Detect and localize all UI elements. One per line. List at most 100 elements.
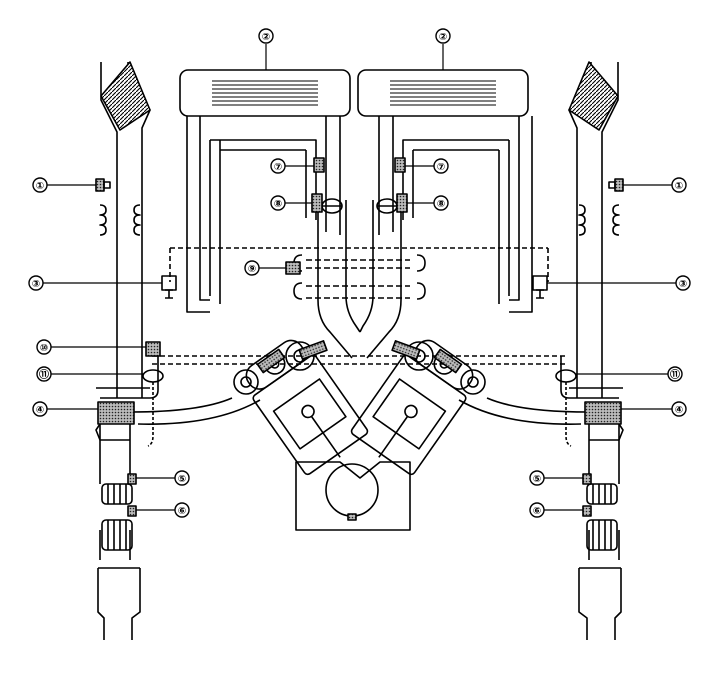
callout-sensor-7-left: ⑦ — [270, 158, 286, 174]
callout-circle — [435, 28, 451, 44]
callout-label: ③ — [32, 279, 40, 290]
callout-label: ② — [439, 32, 447, 43]
callout-valve-9: ⑨ — [244, 260, 260, 276]
callout-label: ⑨ — [248, 264, 256, 275]
callout-circle — [244, 260, 260, 276]
callout-circle — [32, 177, 48, 193]
callout-circle — [258, 28, 274, 44]
callout-sensor-1-left: ① — [32, 177, 48, 193]
callout-catalyst-right: ④ — [671, 401, 687, 417]
sensor-1-left — [95, 178, 111, 192]
right-exhaust — [458, 356, 623, 442]
o2-sensor-5-right — [582, 473, 592, 485]
muffler-left — [101, 483, 133, 551]
intake-plenum-left — [179, 69, 351, 117]
callout-circle — [433, 158, 449, 174]
callout-label: ⑤ — [533, 474, 541, 485]
crankcase — [295, 461, 411, 531]
callout-o2-sensor-6-left: ⑥ — [174, 502, 190, 518]
callout-circle — [671, 401, 687, 417]
callout-sensor-11-left: ⑪ — [36, 366, 52, 382]
o2-sensor-5-left — [127, 473, 137, 485]
callout-label: ⑦ — [274, 162, 282, 173]
right-bellows — [578, 204, 620, 236]
valve-3-right — [532, 275, 548, 299]
callout-label: ① — [675, 181, 683, 192]
callout-label: ⑩ — [40, 343, 48, 354]
muffler-right — [586, 483, 618, 551]
callout-valve-3-right: ③ — [675, 275, 691, 291]
o2-sensor-6-right — [582, 505, 592, 517]
callout-circle — [675, 275, 691, 291]
callout-label: ⑤ — [178, 474, 186, 485]
left-outer-duct — [97, 61, 151, 640]
sensor-7-right — [394, 157, 406, 173]
callout-label: ⑥ — [178, 506, 186, 517]
valve-3-left — [161, 275, 177, 299]
left-duct-filter-hatch — [100, 61, 151, 131]
callout-sensor-8-left: ⑧ — [270, 195, 286, 211]
callout-circle — [32, 401, 48, 417]
callout-label: ⑧ — [437, 199, 445, 210]
callout-intake-plenum-left: ② — [258, 28, 274, 44]
callout-label: ⑦ — [437, 162, 445, 173]
callout-label: ④ — [36, 405, 44, 416]
sensor-7-left — [313, 157, 325, 173]
callout-sensor-7-right: ⑦ — [433, 158, 449, 174]
sensor-8-left — [311, 193, 323, 213]
callout-label: ⑪ — [670, 368, 680, 381]
callout-circle — [433, 195, 449, 211]
camshafts — [233, 341, 486, 395]
callout-label: ⑪ — [39, 368, 49, 381]
callout-circle — [529, 502, 545, 518]
callout-o2-sensor-5-left: ⑤ — [174, 470, 190, 486]
callout-label: ② — [262, 32, 270, 43]
callout-o2-sensor-5-right: ⑤ — [529, 470, 545, 486]
callout-label: ⑧ — [274, 199, 282, 210]
callout-circle — [28, 275, 44, 291]
callout-circle — [667, 366, 683, 382]
callout-sensor-1-right: ① — [671, 177, 687, 193]
injector-right — [433, 348, 463, 374]
right-intake-runners — [378, 116, 533, 313]
crossover-pipes — [152, 247, 566, 365]
callout-sensor-8-right: ⑧ — [433, 195, 449, 211]
right-duct-filter-hatch — [568, 61, 619, 131]
callout-group: ② ② ⑦ ⑦ ⑧ ⑧ ① ① ⑨ ③ ③ ⑩ ⑪ ⑪ ④ ④ ⑤ ⑤ ⑥ ⑥ — [28, 28, 691, 518]
left-exhaust — [96, 356, 261, 442]
callout-label: ① — [36, 181, 44, 192]
callout-intake-plenum-right: ② — [435, 28, 451, 44]
sensor-1-right — [608, 178, 624, 192]
injector-left — [256, 348, 286, 374]
callout-o2-sensor-6-right: ⑥ — [529, 502, 545, 518]
callout-valve-3-left: ③ — [28, 275, 44, 291]
callout-circle — [270, 158, 286, 174]
sensor-8-right — [396, 193, 408, 213]
callout-circle — [671, 177, 687, 193]
callout-circle — [270, 195, 286, 211]
right-outer-duct — [568, 61, 622, 640]
callout-circle — [36, 339, 52, 355]
callout-sensor-10: ⑩ — [36, 339, 52, 355]
callout-label: ⑥ — [533, 506, 541, 517]
callout-circle — [174, 470, 190, 486]
catalyst-left — [95, 401, 135, 441]
sensor-11-right — [555, 369, 577, 383]
o2-sensor-6-left — [127, 505, 137, 517]
callout-circle — [174, 502, 190, 518]
sensor-11-left — [142, 369, 164, 383]
callout-circle — [529, 470, 545, 486]
sensor-10 — [145, 341, 161, 357]
leader-lines — [42, 44, 677, 511]
left-bellows — [99, 204, 141, 236]
callout-catalyst-left: ④ — [32, 401, 48, 417]
callout-circle — [36, 366, 52, 382]
left-intake-runners — [186, 116, 341, 313]
valve-9 — [285, 261, 301, 275]
callout-sensor-11-right: ⑪ — [667, 366, 683, 382]
catalyst-right — [584, 401, 624, 441]
callout-label: ④ — [675, 405, 683, 416]
center-y-pipe — [317, 198, 402, 359]
callout-label: ③ — [679, 279, 687, 290]
